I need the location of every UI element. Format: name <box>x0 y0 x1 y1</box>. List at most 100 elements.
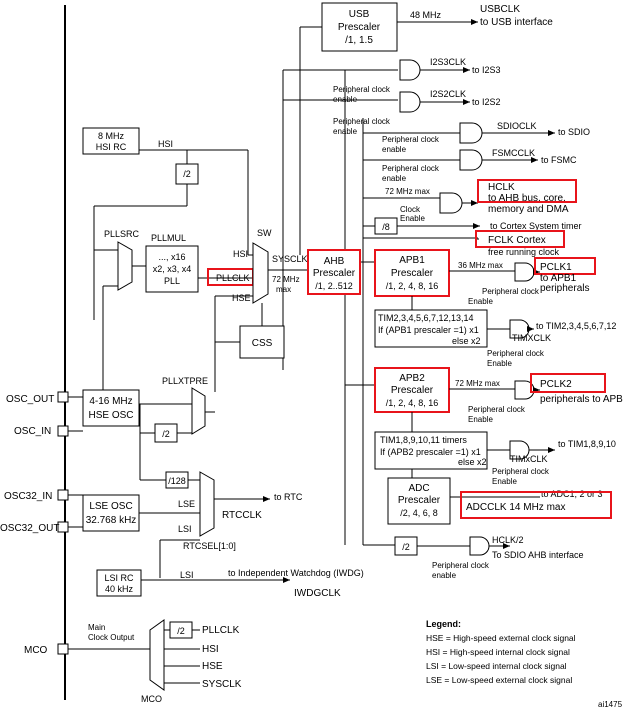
apb2-subtitle: Prescaler <box>391 385 434 396</box>
legend: Legend: HSE = High-speed external clock … <box>426 619 623 709</box>
fsmc-dest: to FSMC <box>541 155 577 165</box>
cortex-timer-dest: to Cortex System timer <box>490 221 582 231</box>
mco-pin-label: MCO <box>24 645 48 656</box>
adc-dest: to ADC1, 2 or 3 <box>541 489 603 499</box>
apb2-block: APB2 Prescaler /1, 2, 4, 8, 16 72 MHz ma… <box>374 367 623 478</box>
lse-freq: 32.768 kHz <box>86 515 137 526</box>
tim1-dest: to TIM1,8,9,10 <box>558 439 616 449</box>
mco-main-label-1: Main <box>88 623 105 632</box>
hse-osc-block: 4-16 MHz HSE OSC OSC_OUT OSC_IN /2 PLLXT… <box>6 376 215 481</box>
rtc-dest: to RTC <box>274 492 303 502</box>
i2s-gates: I2S3CLK to I2S3 I2S2CLK to I2S2 Peripher… <box>333 57 501 136</box>
enable-1: enable <box>333 95 358 104</box>
lsi-freq: 40 kHz <box>105 584 134 594</box>
usb-frequency: 48 MHz <box>410 10 442 20</box>
hclk2-block: /2 HCLK/2 To SDIO AHB interface Peripher… <box>394 535 584 580</box>
mco-pllclk: PLLCLK <box>202 625 240 636</box>
hclk-block: 72 MHz max Clock Enable HCLK to AHB bus,… <box>385 179 577 223</box>
pclk1-dest-1: to APB1 <box>540 273 577 284</box>
sdio-dest: to SDIO <box>558 127 590 137</box>
lse-name: LSE OSC <box>89 501 132 512</box>
hclk-max-label: 72 MHz max <box>385 187 430 196</box>
osc-in-pin <box>57 425 69 437</box>
enable-4: enable <box>382 174 407 183</box>
hse-div2: /2 <box>162 429 170 439</box>
usb-destination: to USB interface <box>480 17 553 28</box>
i2s3-clock-label: I2S3CLK <box>430 57 466 67</box>
tim1-block: TIM1,8,9,10,11 timers If (APB2 prescaler… <box>374 431 616 486</box>
tim1-clock: TIMxCLK <box>510 454 548 464</box>
apb1-subtitle: Prescaler <box>391 268 434 279</box>
hclk2-pce: Peripheral clock <box>432 561 490 570</box>
apb1-block: APB1 Prescaler /1, 2, 4, 8, 16 36 MHz ma… <box>374 249 596 310</box>
usb-prescaler-ratio: /1, 1.5 <box>345 35 373 46</box>
hclk2-label: HCLK/2 <box>492 535 524 545</box>
mco-hse: HSE <box>202 661 223 672</box>
hse-div128: /128 <box>168 476 186 486</box>
rtc-block: /128 to RTC LSE LSI RTCCLK RTCSEL[1:0] <box>159 471 303 578</box>
apb1-ratio: /1, 2, 4, 8, 16 <box>386 281 439 291</box>
legend-title: Legend: <box>426 619 461 629</box>
hclk2-enable: enable <box>432 571 457 580</box>
tim2-dest: to TIM2,3,4,5,6,7,12 <box>536 321 616 331</box>
apb2-enable: Enable <box>468 415 493 424</box>
tim1-line-1: TIM1,8,9,10,11 timers <box>380 435 467 445</box>
css-label: CSS <box>252 338 273 349</box>
tim2-line-1: TIM2,3,4,5,6,7,12,13,14 <box>378 313 474 323</box>
sysclk-max-2: max <box>276 285 291 294</box>
legend-hse: HSE = High-speed external clock signal <box>426 633 576 643</box>
tim2-line-2: If (APB1 prescaler =1) x1 <box>378 325 479 335</box>
fclk-name: FCLK Cortex <box>488 235 546 246</box>
pll-mult-2: x2, x3, x4 <box>153 264 192 274</box>
sw-label: SW <box>257 228 272 238</box>
fsmc-clock-label: FSMCCLK <box>492 148 535 158</box>
osc32-in-pin <box>57 489 69 501</box>
sdio-clock-label: SDIOCLK <box>497 121 537 131</box>
pllxtpre-label: PLLXTPRE <box>162 376 208 386</box>
iwdg-dest: to Independent Watchdog (IWDG) <box>228 568 364 578</box>
apb2-pce: Peripheral clock <box>468 405 526 414</box>
adc-ratio: /2, 4, 6, 8 <box>400 508 438 518</box>
hclk2-dest: To SDIO AHB interface <box>492 550 584 560</box>
mco-main-label-2: Clock Output <box>88 633 135 642</box>
sysclk-label: SYSCLK <box>272 254 308 264</box>
clock-enable-label-2: Enable <box>400 214 425 223</box>
osc32-out-label: OSC32_OUT <box>0 523 59 534</box>
lsi-line-label: LSI <box>180 570 194 580</box>
hclk-highlight <box>477 179 577 203</box>
legend-lsi: LSI = Low-speed internal clock signal <box>426 661 567 671</box>
css-block: CSS <box>215 303 285 359</box>
legend-hsi: HSI = High-speed internal clock signal <box>426 647 570 657</box>
mco-pin <box>57 643 69 655</box>
peripheral-clock-enable-1: Peripheral clock <box>333 85 391 94</box>
peripheral-clock-enable-2: Peripheral clock <box>333 117 391 126</box>
pclk2-dest: peripherals to APB <box>540 394 623 405</box>
mco-div2: /2 <box>177 626 185 636</box>
hclk-dest-1: to AHB bus, core, <box>488 193 566 204</box>
tim1-enable: Enable <box>492 477 517 486</box>
osc-out-pin <box>57 391 69 403</box>
rtc-lsi: LSI <box>178 524 192 534</box>
hsi-div2-label: /2 <box>183 169 191 179</box>
apb1-pce: Peripheral clock <box>482 287 540 296</box>
mco-hsi: HSI <box>202 644 219 655</box>
hsi-line-label: HSI <box>158 139 173 149</box>
lsi-name: LSI RC <box>104 573 134 583</box>
ahb-title: AHB <box>324 256 345 267</box>
mco-block: MCO Main Clock Output MCO /2 PLLCLK HSI … <box>24 619 242 704</box>
i2s3-dest: to I2S3 <box>472 65 501 75</box>
sw-hse-label: HSE <box>232 293 251 303</box>
ahb-prescaler-block: AHB Prescaler /1, 2..512 <box>307 249 361 295</box>
pclk2-name: PCLK2 <box>540 379 572 390</box>
osc-out-label: OSC_OUT <box>6 394 54 405</box>
hclk2-div: /2 <box>402 542 410 552</box>
apb1-max: 36 MHz max <box>458 261 503 270</box>
pclk1-name: PCLK1 <box>540 262 572 273</box>
mco-mux-label: MCO <box>141 694 162 704</box>
usb-clock-name: USBCLK <box>480 4 520 15</box>
ahb-ratio: /1, 2..512 <box>315 281 353 291</box>
adc-subtitle: Prescaler <box>398 495 441 506</box>
hsi-rc-name: HSI RC <box>96 142 127 152</box>
peripheral-clock-enable-3: Peripheral clock <box>382 135 440 144</box>
